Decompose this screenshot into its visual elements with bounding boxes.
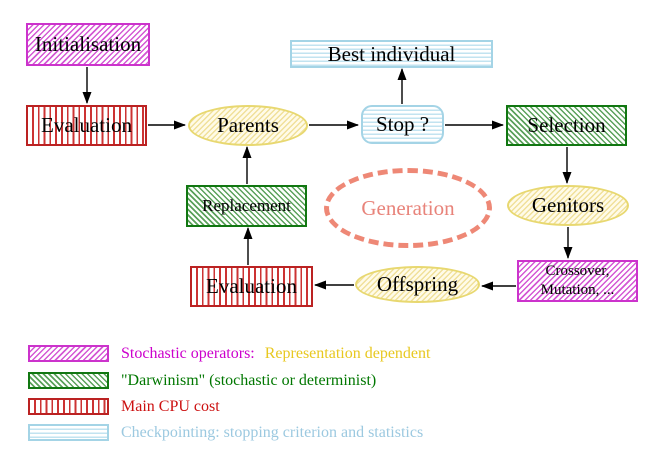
legend-darwinism-label: "Darwinism" (stochastic or determinist) xyxy=(121,371,377,389)
node-crossover-line1: Crossover, xyxy=(545,263,610,280)
node-replacement: Replacement xyxy=(186,185,307,227)
node-evaluation-top: Evaluation xyxy=(26,105,147,146)
magenta-hatch-swatch xyxy=(28,345,109,362)
node-replacement-label: Replacement xyxy=(202,196,291,216)
node-parents-label: Parents xyxy=(217,113,279,138)
legend-representation-dependent-label: Representation dependent xyxy=(264,344,431,362)
node-evaluation-bottom-label: Evaluation xyxy=(206,274,297,299)
node-parents: Parents xyxy=(188,105,308,146)
legend-row-stochastic-operators: Stochastic operators: Representation dep… xyxy=(28,345,430,362)
node-best-individual-label: Best individual xyxy=(327,41,456,66)
node-initialisation-label: Initialisation xyxy=(34,32,142,57)
legend-row-darwinism: "Darwinism" (stochastic or determinist) xyxy=(28,372,376,389)
red-stripe-swatch xyxy=(28,398,109,415)
legend-row-main-cpu-cost: Main CPU cost xyxy=(28,398,220,415)
legend-row-checkpointing: Checkpointing: stopping criterion and st… xyxy=(28,424,423,441)
green-hatch-swatch xyxy=(28,372,109,389)
node-genitors-label: Genitors xyxy=(531,193,605,218)
node-offspring-label: Offspring xyxy=(376,272,459,297)
node-offspring: Offspring xyxy=(355,266,480,303)
node-evaluation-top-label: Evaluation xyxy=(41,113,132,138)
legend-checkpointing-label: Checkpointing: stopping criterion and st… xyxy=(121,423,424,441)
node-selection: Selection xyxy=(506,105,627,146)
node-stop: Stop ? xyxy=(361,105,444,144)
node-stop-label: Stop ? xyxy=(375,112,430,137)
node-evaluation-bottom: Evaluation xyxy=(190,266,313,307)
node-selection-label: Selection xyxy=(527,113,606,138)
node-crossover-line2: Mutation, ... xyxy=(540,282,615,298)
legend-main-cpu-cost-label: Main CPU cost xyxy=(121,397,220,415)
node-initialisation: Initialisation xyxy=(26,23,150,66)
node-genitors: Genitors xyxy=(507,185,629,226)
generation-loop-ellipse: Generation xyxy=(324,168,492,248)
node-best-individual: Best individual xyxy=(290,40,493,68)
generation-label: Generation xyxy=(361,195,455,220)
cyan-stripe-swatch xyxy=(28,424,109,441)
node-crossover-mutation: Crossover, Mutation, ... xyxy=(517,260,638,302)
legend-stochastic-operators-label: Stochastic operators: xyxy=(121,344,255,362)
